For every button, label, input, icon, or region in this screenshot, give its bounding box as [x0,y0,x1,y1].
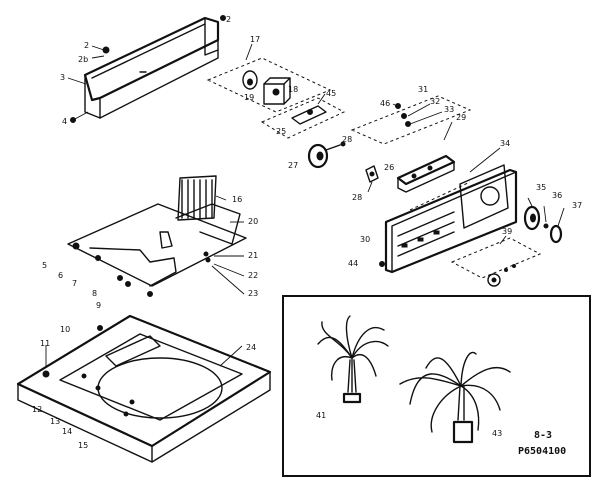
part-number-label: P6504100 [518,446,566,457]
switch-mounting-plate [350,95,472,193]
callout-29: 29 [456,113,466,122]
callout-13: 13 [50,417,60,426]
timer-assembly [206,57,332,113]
callout-8: 8 [92,289,97,298]
callout-45: 45 [326,89,336,98]
callout-7: 7 [72,279,77,288]
callout-numbers: 2 2 2b 3 4 17 19 18 25 45 46 31 32 33 29… [32,15,582,450]
callout-39: 39 [502,227,512,236]
callout-6: 6 [58,271,63,280]
rotary-switch [450,237,542,287]
callout-2-top: 2 [226,15,231,24]
callout-18: 18 [288,85,298,94]
wire-harness-43 [399,351,511,444]
callout-11: 11 [40,339,50,348]
top-deck [67,175,247,297]
callout-12: 12 [32,405,42,414]
callout-19: 19 [244,93,254,102]
callout-15: 15 [78,441,88,450]
selector-knob [523,205,563,244]
screw-44 [379,261,385,267]
callout-34: 34 [500,139,510,148]
callout-25: 25 [276,127,286,136]
callout-14: 14 [62,427,72,436]
push-switch [365,165,379,193]
callout-33: 33 [444,105,454,114]
callout-21: 21 [248,251,258,260]
callout-20: 20 [248,217,258,226]
callout-28-lower: 28 [352,193,362,202]
console-bracket [70,15,226,123]
callout-2b: 2b [78,55,88,64]
callout-37: 37 [572,201,582,210]
callout-9: 9 [96,301,101,310]
callout-26: 26 [384,163,394,172]
callout-2-left: 2 [84,41,89,50]
washer-top-panel [16,314,272,463]
callout-28-upper: 28 [342,135,352,144]
wire-harness-41 [317,315,389,404]
callout-5: 5 [42,261,47,270]
callout-35: 35 [536,183,546,192]
harness-frame [282,295,591,477]
section-label: 8-3 [534,430,552,441]
callout-23: 23 [248,289,258,298]
callout-31: 31 [418,85,428,94]
timer-knob [307,141,346,169]
callout-leaders [67,43,565,367]
callout-43: 43 [492,429,502,438]
callout-24: 24 [246,343,256,352]
callout-10: 10 [60,325,70,334]
callout-44: 44 [348,259,358,268]
control-panel [384,164,518,274]
callout-36: 36 [552,191,562,200]
selector-switch [260,97,346,139]
callout-16: 16 [232,195,242,204]
callout-4: 4 [62,117,67,126]
callout-27: 27 [288,161,298,170]
callout-17: 17 [250,35,260,44]
callout-22: 22 [248,271,258,280]
callout-46: 46 [380,99,390,108]
callout-3: 3 [60,73,65,82]
callout-30: 30 [360,235,370,244]
callout-41: 41 [316,411,326,420]
callout-32: 32 [430,97,440,106]
